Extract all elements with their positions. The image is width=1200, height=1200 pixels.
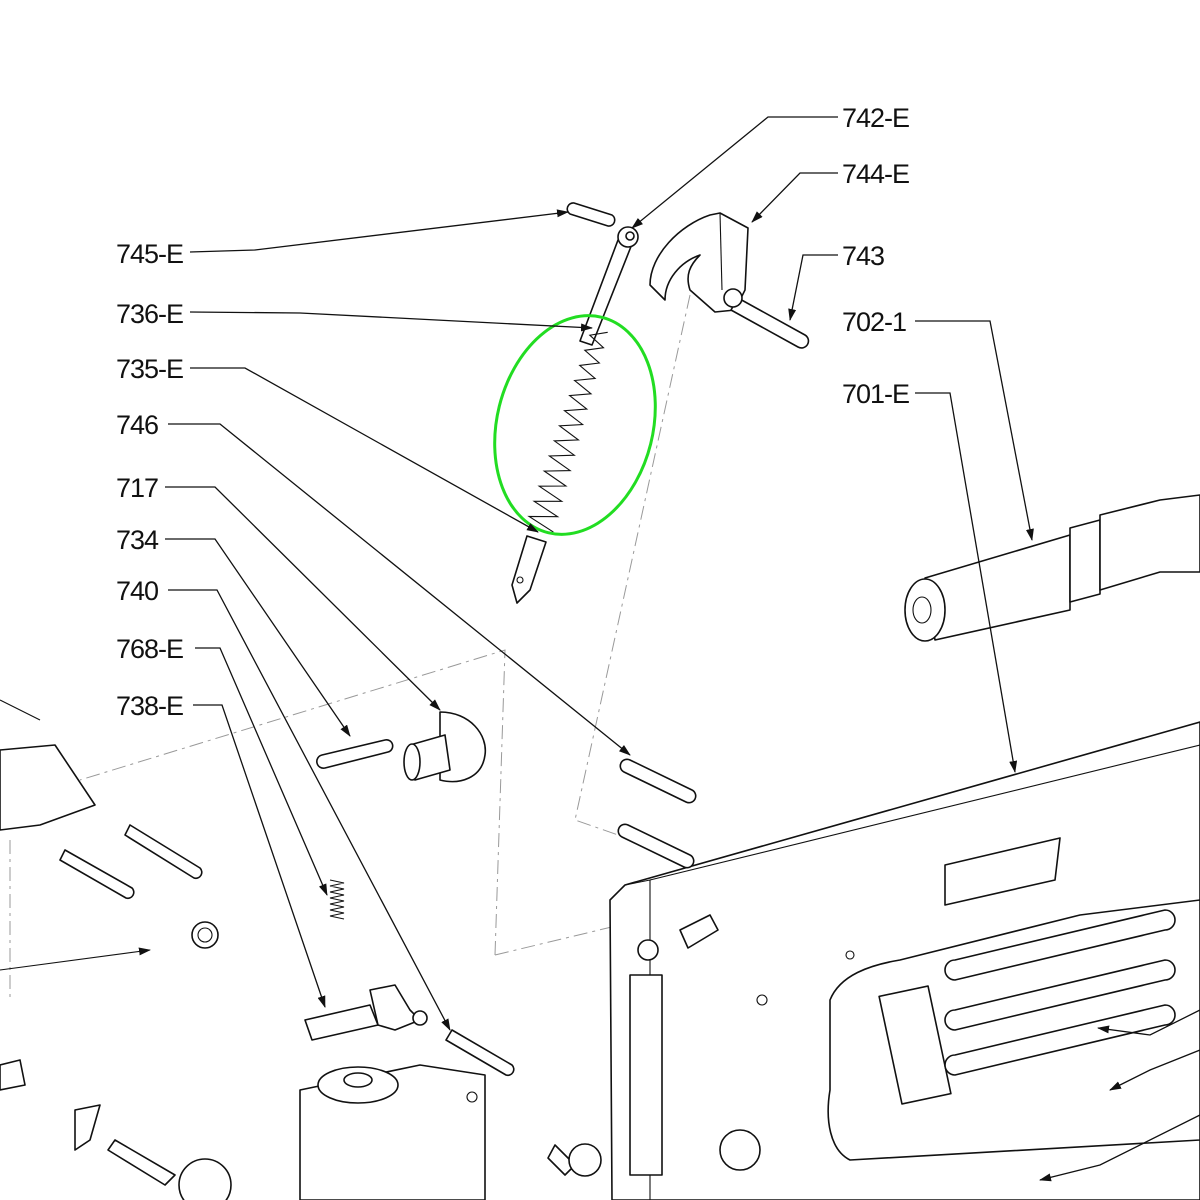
label-745-E: 745-E xyxy=(116,239,183,269)
part-717-bushing xyxy=(403,711,487,783)
label-740: 740 xyxy=(116,576,158,606)
label-768-E: 768-E xyxy=(116,634,183,664)
label-701-E: 701-E xyxy=(842,379,909,409)
highlight-ellipse xyxy=(493,314,657,536)
part-736-E-spring xyxy=(527,331,608,533)
label-702-1: 702-1 xyxy=(842,307,906,337)
assembly-guide-lines xyxy=(9,294,691,1000)
part-744-E-hammer xyxy=(649,212,749,313)
label-736-E: 736-E xyxy=(116,299,183,329)
part-left-assembly xyxy=(0,699,232,1200)
leader-lines xyxy=(165,116,1200,1182)
part-768-E-spring xyxy=(329,879,345,920)
part-screw xyxy=(547,1143,602,1177)
part-742-E-rod xyxy=(579,226,639,346)
label-738-E: 738-E xyxy=(116,691,183,721)
part-734-pin xyxy=(316,739,394,769)
label-735-E: 735-E xyxy=(116,354,183,384)
label-742-E: 742-E xyxy=(842,103,909,133)
label-717: 717 xyxy=(116,473,158,503)
part-housing-block xyxy=(299,1064,486,1200)
label-744-E: 744-E xyxy=(842,159,909,189)
part-743-pin xyxy=(723,288,810,349)
part-702-1-barrel xyxy=(904,494,1200,642)
part-746-pin xyxy=(617,758,697,869)
part-738-E-lever xyxy=(304,984,428,1041)
label-746: 746 xyxy=(116,410,158,440)
part-745-E-pin xyxy=(566,202,616,227)
label-743: 743 xyxy=(842,241,884,271)
part-701-E-receiver xyxy=(609,721,1200,1200)
part-labels: 742-E 744-E 743 702-1 701-E 745-E 736-E … xyxy=(116,103,910,721)
part-740-pin xyxy=(445,1029,515,1077)
part-tip-plunger xyxy=(511,535,547,604)
label-734: 734 xyxy=(116,525,159,555)
